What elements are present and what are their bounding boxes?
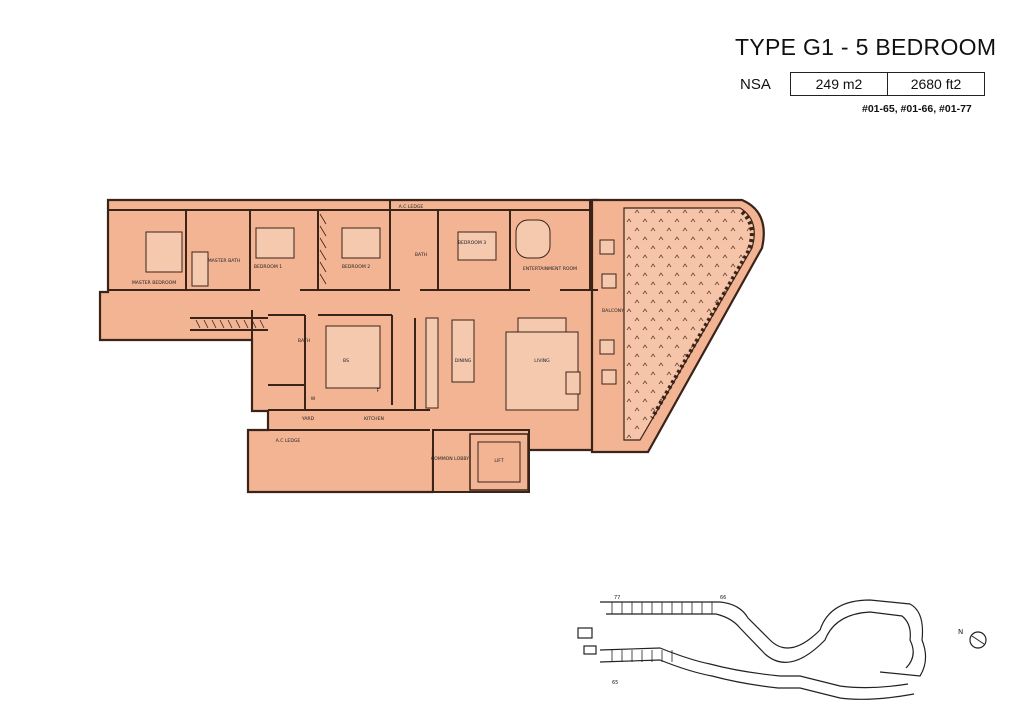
label-balcony: BALCONY <box>602 308 624 314</box>
kitchen-island <box>425 317 439 409</box>
label-yard: YARD <box>301 416 315 422</box>
label-common-lobby: COMMON LOBBY <box>431 456 469 462</box>
label-bedroom-1: BEDROOM 1 <box>254 264 282 270</box>
lounge-chair-1 <box>599 239 615 255</box>
label-living: LIVING <box>534 358 550 364</box>
plan-title: TYPE G1 - 5 BEDROOM <box>735 34 997 60</box>
label-lift: LIFT <box>494 458 503 464</box>
label-small-room: BS <box>343 358 349 364</box>
label-ac-ledge-bottom: A.C LEDGE <box>276 438 301 444</box>
keyplan-label-77: 77 <box>614 595 620 601</box>
nsa-box: 249 m2 2680 ft2 <box>790 72 985 96</box>
label-bedroom-2: BEDROOM 2 <box>342 264 370 270</box>
dining-table <box>451 319 475 383</box>
sofa <box>517 317 567 333</box>
lounge-chair-4 <box>601 369 617 385</box>
wardrobe-hatching <box>195 213 327 329</box>
armchair <box>565 371 581 395</box>
bed-1 <box>255 227 295 259</box>
bed-3 <box>457 231 497 261</box>
piano <box>515 219 551 259</box>
area-ft2: 2680 ft2 <box>910 76 962 92</box>
label-w: W <box>311 396 316 402</box>
keyplan-label-65: 65 <box>612 680 618 686</box>
room-labels: MASTER BEDROOM MASTER BATH BEDROOM 1 BED… <box>132 204 624 464</box>
bed-2 <box>341 227 381 259</box>
label-ac-ledge-top: A.C LEDGE <box>399 204 424 210</box>
furniture <box>145 219 617 411</box>
label-f: F <box>377 388 380 394</box>
label-bedroom-3: BEDROOM 3 <box>458 240 486 246</box>
master-bed <box>145 231 183 273</box>
interior-walls <box>108 200 598 431</box>
lounge-chair-3 <box>599 339 615 355</box>
unit-numbers: #01-65, #01-66, #01-77 <box>862 103 972 115</box>
label-master-bedroom: MASTER BEDROOM <box>132 280 176 286</box>
label-bath-top: BATH <box>415 252 427 258</box>
lounge-chair-2 <box>601 273 617 289</box>
label-entertainment: ENTERTAINMENT ROOM <box>523 266 577 272</box>
north-label: N <box>958 628 963 636</box>
key-plan-ticks <box>611 602 713 662</box>
living-rug <box>505 331 579 411</box>
label-bath-left: BATH <box>298 338 310 344</box>
keyplan-label-66: 66 <box>720 595 726 601</box>
label-kitchen: KITCHEN <box>364 416 384 422</box>
label-master-bath: MASTER BATH <box>208 258 241 264</box>
bathtub <box>191 251 209 287</box>
key-plan <box>577 599 927 700</box>
north-arrow-icon <box>969 631 987 649</box>
nsa-label: NSA <box>740 75 771 93</box>
area-m2: 249 m2 <box>791 73 888 95</box>
bedroom-small <box>325 325 381 389</box>
label-dining: DINING <box>455 358 472 364</box>
nsa-row: NSA 249 m2 2680 ft2 <box>740 72 985 96</box>
